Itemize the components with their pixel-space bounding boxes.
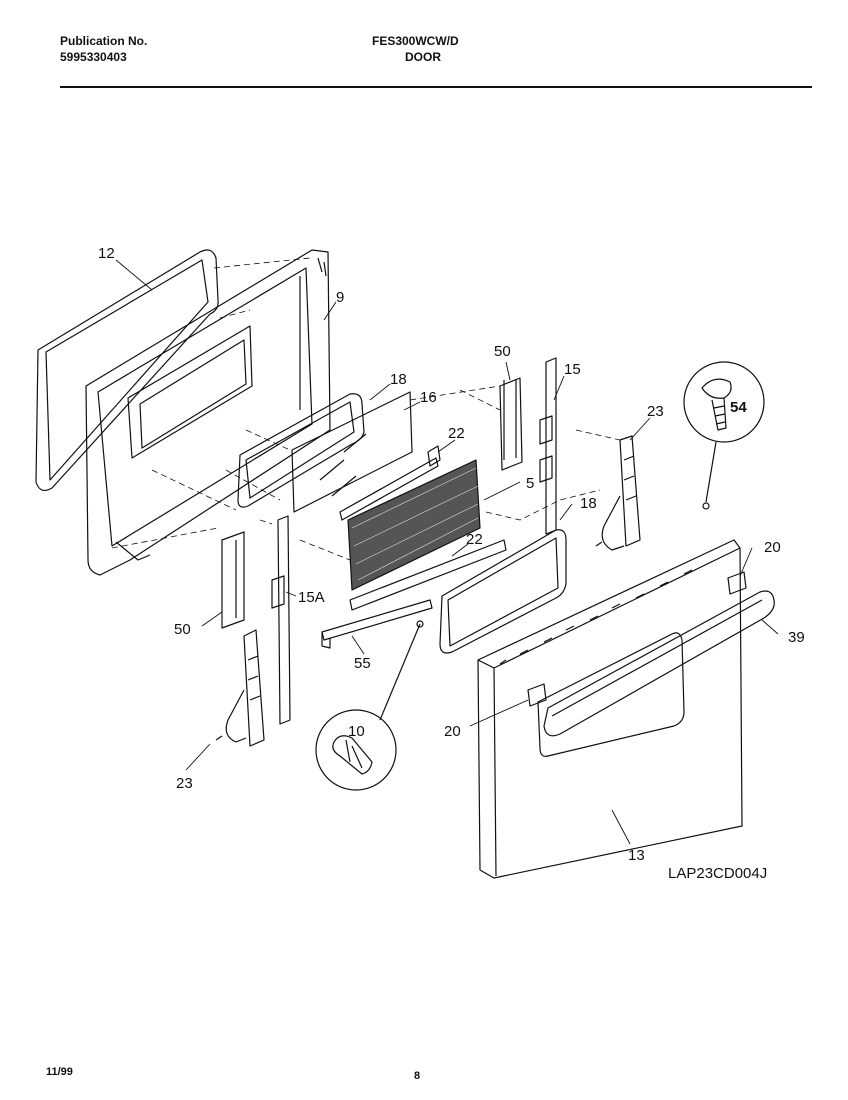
door-channel-part-15 xyxy=(539,357,557,535)
section-title: DOOR xyxy=(405,50,441,64)
callout-18-lower: 18 xyxy=(580,495,597,512)
screw-part-10-callout xyxy=(315,620,424,791)
inner-door-liner-part-9 xyxy=(85,249,331,576)
callout-23-right: 23 xyxy=(647,403,664,420)
callout-15a: 15A xyxy=(298,589,325,606)
bottom-trim-part-55 xyxy=(321,599,433,649)
publication-number: 5995330403 xyxy=(60,50,127,64)
callout-15: 15 xyxy=(564,361,581,378)
screw-part-54-callout xyxy=(683,361,765,510)
leader-lines xyxy=(115,259,779,845)
bracket-part-22-lower xyxy=(349,539,507,611)
door-channel-part-15a xyxy=(271,515,291,725)
callout-10: 10 xyxy=(348,723,365,740)
outer-door-panel-part-13 xyxy=(477,539,743,879)
heat-shield-part-50-lower xyxy=(221,531,245,629)
window-glass-part-16 xyxy=(291,391,413,513)
callout-55: 55 xyxy=(354,655,371,672)
bracket-part-22-upper xyxy=(339,445,441,521)
callout-54: 54 xyxy=(730,399,747,416)
callout-50-lower: 50 xyxy=(174,621,191,638)
callout-13: 13 xyxy=(628,847,645,864)
handle-bracket-part-20-left xyxy=(527,683,547,707)
callout-labels: 12 9 18 16 50 15 23 54 22 5 18 22 20 15A… xyxy=(98,245,805,882)
callout-20-right: 20 xyxy=(764,539,781,556)
callout-39: 39 xyxy=(788,629,805,646)
heat-shield-part-50-upper xyxy=(499,377,523,471)
callout-9: 9 xyxy=(336,289,344,306)
callout-12: 12 xyxy=(98,245,115,262)
callout-18-upper: 18 xyxy=(390,371,407,388)
callout-16: 16 xyxy=(420,389,437,406)
callout-5: 5 xyxy=(526,475,534,492)
door-handle-part-39 xyxy=(543,590,775,737)
publication-label: Publication No. xyxy=(60,34,148,48)
assembly-lines xyxy=(111,257,621,561)
diagram-code: LAP23CD004J xyxy=(668,865,767,882)
header-rule xyxy=(60,86,812,88)
callout-50-upper: 50 xyxy=(494,343,511,360)
footer-date: 11/99 xyxy=(46,1066,73,1078)
page-number: 8 xyxy=(414,1070,421,1082)
callout-22-upper: 22 xyxy=(448,425,465,442)
door-hinge-part-23-right xyxy=(595,435,641,551)
callout-22-lower: 22 xyxy=(466,531,483,548)
door-gasket-part-12 xyxy=(35,249,219,492)
handle-bracket-part-20-right xyxy=(727,571,747,595)
callout-23-left: 23 xyxy=(176,775,193,792)
window-gasket-part-18-lower xyxy=(439,529,567,654)
insulation-screen-part-5 xyxy=(347,459,481,591)
model-number: FES300WCW/D xyxy=(372,34,459,48)
door-hinge-part-23-left xyxy=(215,629,265,747)
callout-20-left: 20 xyxy=(444,723,461,740)
